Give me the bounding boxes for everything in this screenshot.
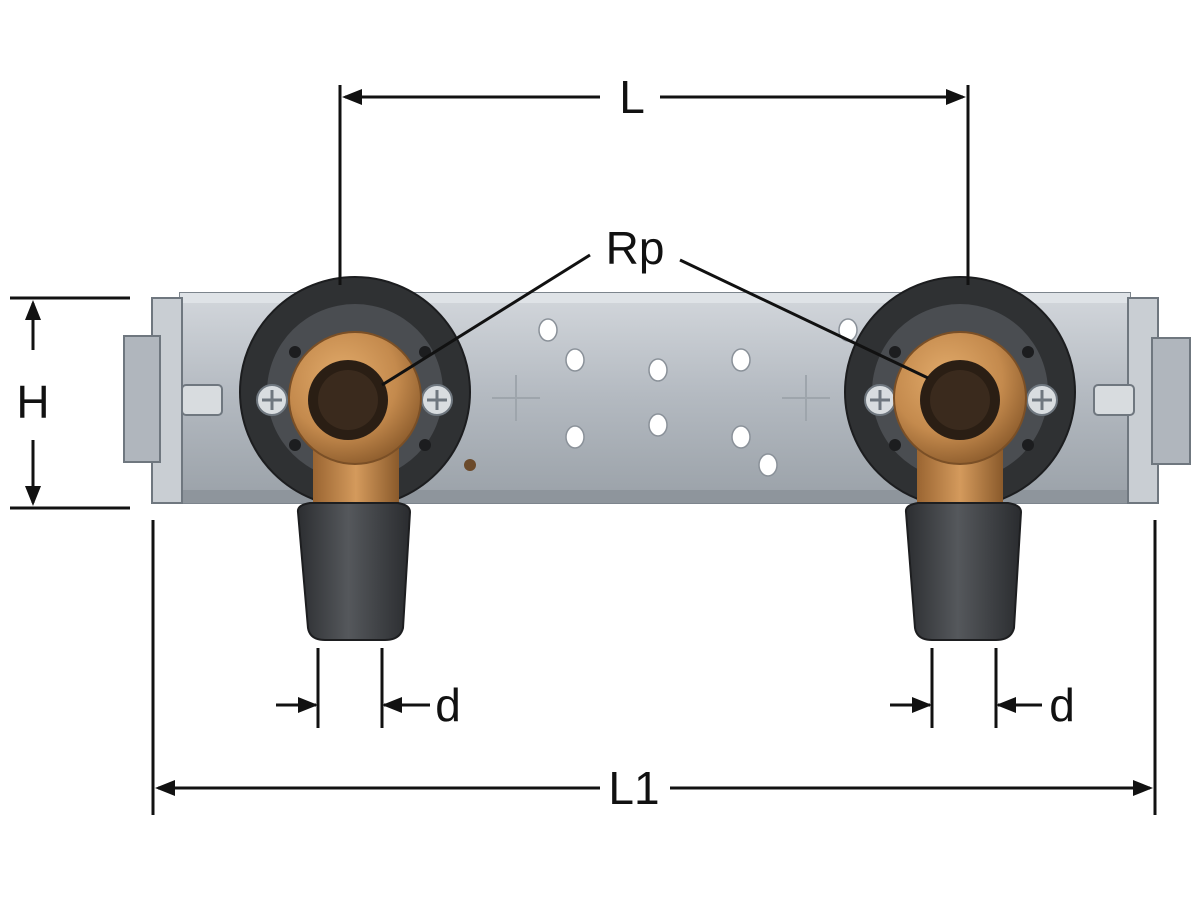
length-label: L bbox=[619, 71, 645, 123]
left-press-sleeve bbox=[296, 502, 412, 641]
right-wall-elbow bbox=[844, 276, 1076, 510]
rail-holes bbox=[538, 318, 858, 477]
total-length-label: L1 bbox=[608, 762, 659, 814]
right-screw-icon bbox=[1026, 384, 1058, 416]
diameter-label-right: d bbox=[1049, 679, 1075, 731]
left-end-bracket bbox=[123, 297, 223, 504]
rail-center-marks bbox=[492, 375, 830, 421]
right-screw-icon bbox=[864, 384, 896, 416]
height-label: H bbox=[16, 376, 49, 428]
left-screw-icon bbox=[256, 384, 288, 416]
right-end-bracket bbox=[1093, 297, 1191, 504]
dimension-lines bbox=[10, 85, 1157, 815]
right-press-sleeve bbox=[904, 502, 1023, 641]
left-screw-icon bbox=[421, 384, 453, 416]
diameter-label-left: d bbox=[435, 679, 461, 731]
left-wall-elbow bbox=[239, 276, 476, 510]
thread-label: Rp bbox=[606, 222, 665, 274]
